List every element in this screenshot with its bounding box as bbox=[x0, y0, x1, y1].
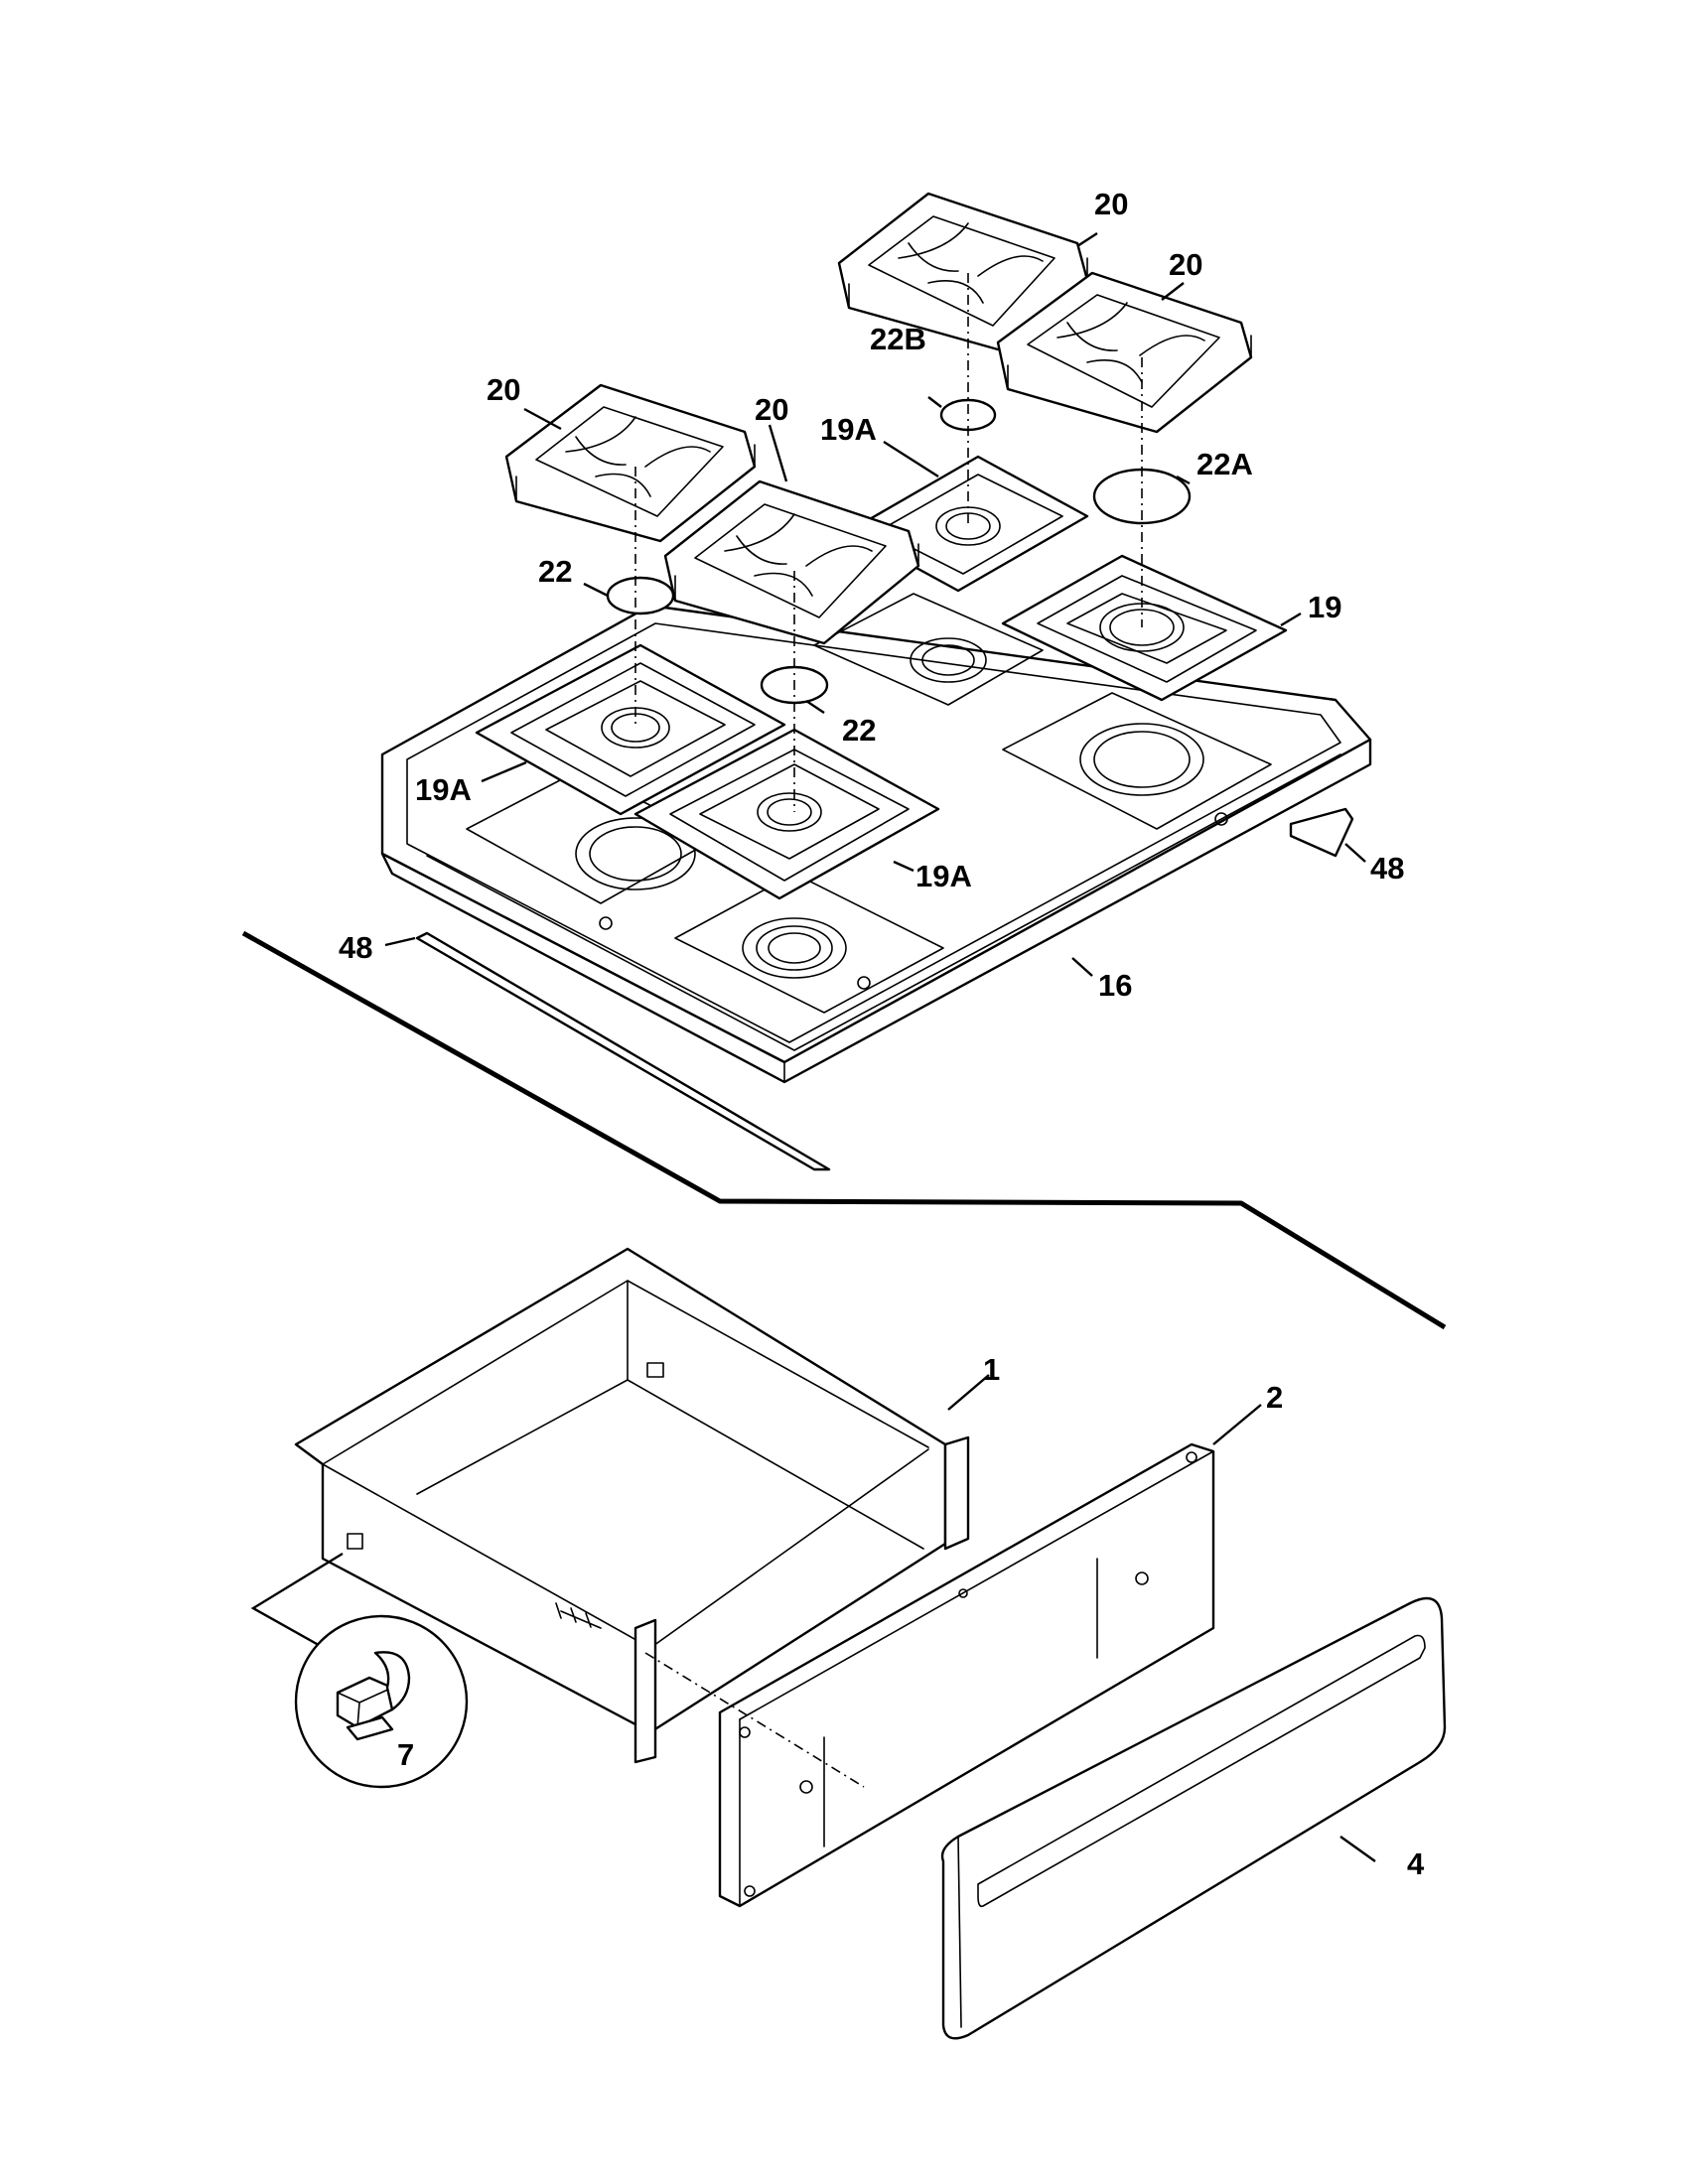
callout-4: 4 bbox=[1407, 1846, 1425, 1881]
trim-strip-48-right bbox=[1289, 807, 1354, 858]
burner-cap-22-left bbox=[606, 576, 675, 615]
drawer-front-4 bbox=[940, 1596, 1447, 2040]
grate-20-left bbox=[504, 383, 757, 543]
burner-pan-19a-left bbox=[475, 643, 786, 816]
trim-strip-48-left bbox=[415, 931, 831, 1171]
callout-19a-top: 19A bbox=[820, 412, 877, 447]
grate-20-top-right bbox=[996, 271, 1253, 434]
callout-7: 7 bbox=[397, 1737, 414, 1772]
callout-22a: 22A bbox=[1196, 447, 1253, 481]
callout-19a-bottom: 19A bbox=[915, 859, 972, 893]
burner-pan-19a-right bbox=[633, 728, 940, 900]
callout-20-left: 20 bbox=[487, 372, 520, 407]
callout-48-right: 48 bbox=[1370, 851, 1404, 886]
callout-16: 16 bbox=[1098, 968, 1132, 1003]
callout-22-center: 22 bbox=[842, 713, 876, 748]
leader-lines bbox=[384, 231, 1376, 1862]
callout-22b: 22B bbox=[870, 322, 926, 356]
detail-inset-7 bbox=[250, 1552, 469, 1789]
callout-48-left: 48 bbox=[339, 930, 372, 965]
callout-19: 19 bbox=[1308, 590, 1341, 624]
callout-20-top-left: 20 bbox=[1094, 187, 1128, 221]
callout-2: 2 bbox=[1266, 1380, 1283, 1415]
callout-20-top-right: 20 bbox=[1169, 247, 1202, 282]
section-divider bbox=[241, 930, 1447, 1330]
drawer-panel-2 bbox=[718, 1442, 1215, 1908]
callout-19a-left: 19A bbox=[415, 772, 472, 807]
callout-1: 1 bbox=[983, 1352, 1000, 1387]
grate-20-center bbox=[663, 479, 920, 645]
callout-22-left: 22 bbox=[538, 554, 572, 589]
burner-pan-19 bbox=[1001, 554, 1288, 702]
callout-20-center: 20 bbox=[755, 392, 788, 427]
